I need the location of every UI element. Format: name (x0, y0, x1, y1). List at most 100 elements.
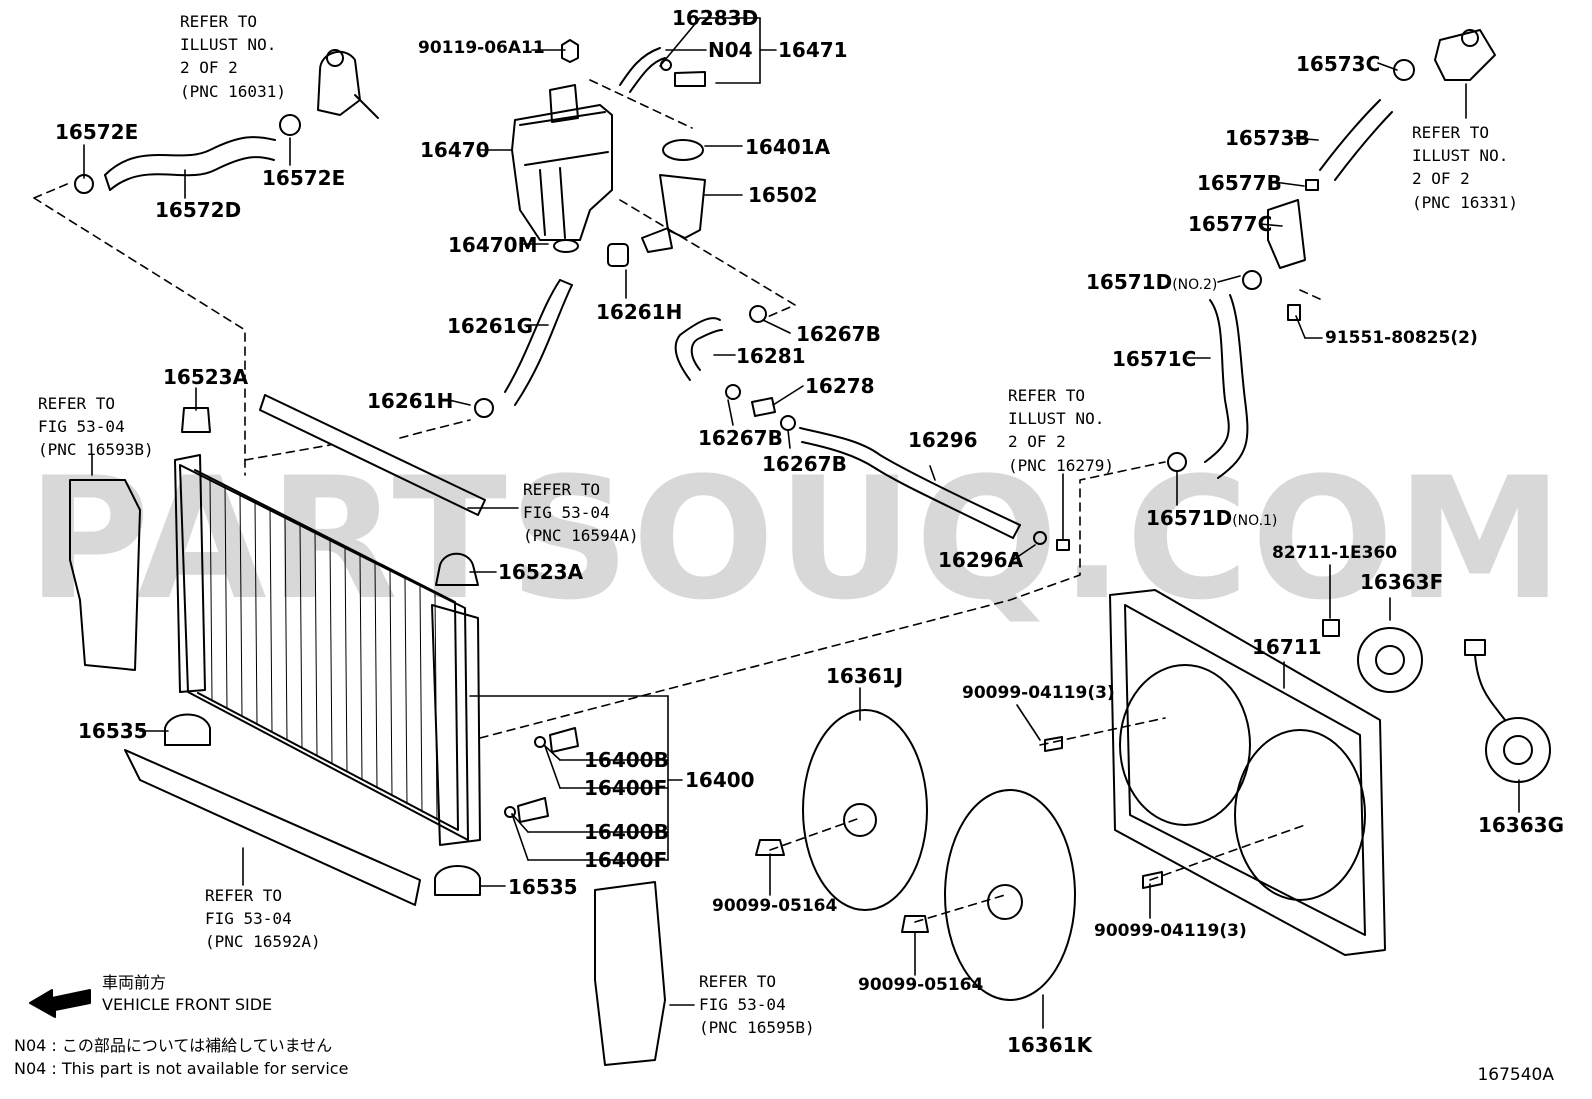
label-16267B: 16267B (796, 322, 881, 346)
reference-line: REFER TO (699, 972, 777, 991)
label-16401A: 16401A (745, 135, 831, 159)
label-16267B: 16267B (762, 452, 847, 476)
reservoir-tank (511, 84, 613, 241)
label-90099-05164: 90099-05164 (712, 896, 838, 916)
label-16261H: 16261H (596, 300, 683, 324)
label-16535: 16535 (508, 875, 578, 899)
label-16572E: 16572E (262, 166, 346, 190)
front-arrow (29, 989, 91, 1018)
reference-line: (PNC 16031) (180, 81, 286, 101)
reference-line: FIG 53-04 (699, 995, 786, 1015)
label-16400F: 16400F (584, 848, 668, 872)
reference-line: FIG 53-04 (523, 503, 610, 523)
reference-pnc-16331: REFER TO ILLUST NO. 2 OF 2 (PNC 16331) (1412, 121, 1518, 214)
label-16278: 16278 (805, 374, 875, 398)
label-91551-80825: 91551-80825(2) (1325, 328, 1478, 348)
reference-line: REFER TO (1412, 123, 1490, 142)
reference-pnc-16593B: REFER TO FIG 53-04 (PNC 16593B) (38, 392, 154, 462)
label-16571D-no1-note: (NO.1) (1232, 513, 1278, 529)
small-parts (74, 39, 1415, 933)
air-guides (69, 479, 666, 1066)
label-82711-1E360: 82711-1E360 (1272, 543, 1398, 563)
label-16573C: 16573C (1296, 52, 1381, 76)
reference-line: 2 OF 2 (1008, 432, 1066, 452)
reference-pnc-16594A: REFER TO FIG 53-04 (PNC 16594A) (523, 478, 639, 548)
label-90099-04119: 90099-04119(3) (1094, 921, 1247, 941)
reference-line: (PNC 16331) (1412, 192, 1518, 212)
reference-line: ILLUST NO. (180, 35, 277, 55)
label-16471: 16471 (778, 38, 848, 62)
label-16523A: 16523A (498, 560, 584, 584)
label-16363F: 16363F (1360, 570, 1444, 594)
reference-line: ILLUST NO. (1008, 409, 1105, 429)
label-16523A: 16523A (163, 365, 249, 389)
reference-line: REFER TO (180, 12, 258, 31)
label-16571D: 16571D(NO.1) (1146, 508, 1277, 528)
reference-line: ILLUST NO. (1412, 146, 1509, 166)
reference-line: 2 OF 2 (1412, 169, 1470, 189)
label-16296: 16296 (908, 428, 978, 452)
label-16400F: 16400F (584, 776, 668, 800)
label-16470M: 16470M (448, 233, 538, 257)
label-16361K: 16361K (1007, 1033, 1093, 1057)
legend-direction-en: VEHICLE FRONT SIDE (102, 995, 273, 1014)
reference-line: REFER TO (523, 480, 601, 499)
reference-pnc-16279: REFER TO ILLUST NO. 2 OF 2 (PNC 16279) (1008, 384, 1114, 477)
label-16400B: 16400B (584, 820, 669, 844)
reference-line: REFER TO (1008, 386, 1086, 405)
label-16363G: 16363G (1478, 813, 1564, 837)
legend-n04-jp: N04 : この部品については補給していません (14, 1036, 333, 1055)
reference-line: 2 OF 2 (180, 58, 238, 78)
legend-direction-jp: 車両前方 (102, 973, 167, 992)
reference-pnc-16031: REFER TO ILLUST NO. 2 OF 2 (PNC 16031) (180, 10, 286, 103)
label-16281: 16281 (736, 344, 806, 368)
label-16470: 16470 (420, 138, 490, 162)
fan-shroud (1109, 589, 1386, 956)
dashed-guides (33, 79, 1323, 923)
label-16296A: 16296A (938, 548, 1024, 572)
label-16571D-no2-note: (NO.2) (1172, 277, 1218, 293)
label-16571C: 16571C (1112, 347, 1197, 371)
label-16261G: 16261G (447, 314, 533, 338)
label-16577C: 16577C (1188, 212, 1273, 236)
label-90119-06A11: 90119-06A11 (418, 38, 545, 58)
label-16283D: 16283D (672, 6, 759, 30)
label-90099-04119: 90099-04119(3) (962, 683, 1115, 703)
label-16572D: 16572D (155, 198, 242, 222)
legend-n04-en: N04 : This part is not available for ser… (14, 1059, 349, 1078)
fans (802, 709, 1076, 1001)
reference-line: FIG 53-04 (38, 417, 125, 437)
reference-pnc-16592A: REFER TO FIG 53-04 (PNC 16592A) (205, 884, 321, 954)
reference-line: (PNC 16592A) (205, 932, 321, 952)
label-16711: 16711 (1252, 635, 1322, 659)
label-16571D-no2: 16571D (1086, 270, 1173, 294)
reference-line: FIG 53-04 (205, 909, 292, 929)
label-16502: 16502 (748, 183, 818, 207)
label-90099-05164: 90099-05164 (858, 975, 984, 995)
label-16572E: 16572E (55, 120, 139, 144)
reference-line: (PNC 16595B) (699, 1018, 815, 1038)
label-16571D: 16571D(NO.2) (1086, 272, 1217, 292)
label-16261H: 16261H (367, 389, 454, 413)
reference-line: (PNC 16279) (1008, 455, 1114, 475)
label-16535: 16535 (78, 719, 148, 743)
water-outlets (317, 29, 1496, 119)
label-16571D-no1: 16571D (1146, 506, 1233, 530)
reference-line: (PNC 16594A) (523, 526, 639, 546)
reference-line: REFER TO (38, 394, 116, 413)
leader-lines (83, 17, 1520, 1029)
label-16267B: 16267B (698, 426, 783, 450)
label-16573B: 16573B (1225, 126, 1310, 150)
label-16577B: 16577B (1197, 171, 1282, 195)
label-N04: N04 (708, 38, 753, 62)
reference-line: REFER TO (205, 886, 283, 905)
label-16400: 16400 (685, 768, 755, 792)
figure-number: 167540A (1477, 1065, 1554, 1085)
hoses (104, 47, 1393, 539)
label-16400B: 16400B (584, 748, 669, 772)
reference-line: (PNC 16593B) (38, 440, 154, 460)
reference-pnc-16595B: REFER TO FIG 53-04 (PNC 16595B) (699, 970, 815, 1040)
label-16361J: 16361J (826, 664, 904, 688)
